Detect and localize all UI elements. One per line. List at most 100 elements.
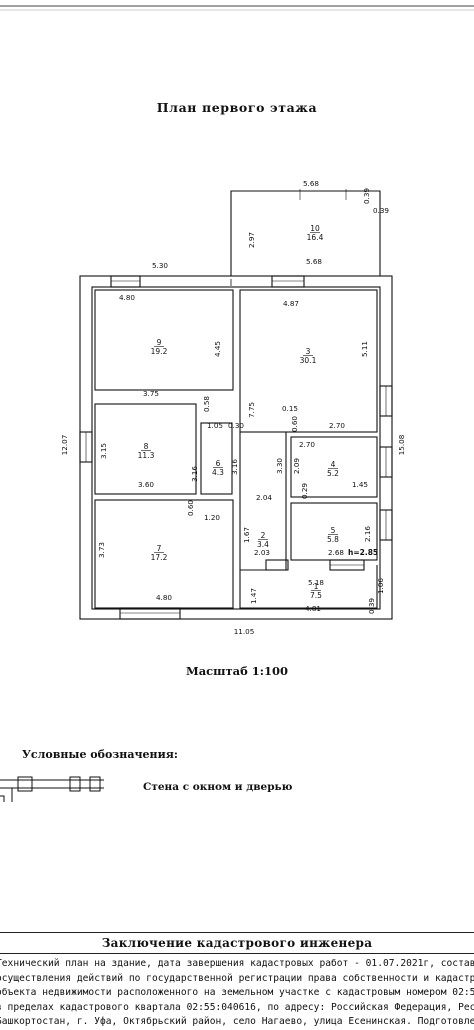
room-label-3: 330.1 [300,347,317,365]
dimension-label: 4.80 [119,293,135,302]
outer-wall [79,275,393,620]
dimension-label: 12.07 [60,435,69,456]
dimension-label: 4.80 [156,593,172,602]
room-number: 7 [157,544,162,553]
room-number: 5 [331,526,336,535]
room-area: 17.2 [151,553,168,562]
room-area: 16.4 [307,233,324,242]
room-label-9: 919.2 [151,338,168,356]
window [110,275,141,288]
dimension-label: 0.39 [362,188,371,204]
dimension-label: 0.29 [300,483,309,499]
dimension-label: 5.18 [308,578,324,587]
dimension-label: 3.73 [97,542,106,558]
conclusion-line: в пределах кадастрового квартала 02:55:0… [0,1001,474,1013]
scale-label: Масштаб 1:100 [185,664,289,678]
plan-title: План первого этажа [156,100,318,115]
inner-wall-outline [91,286,381,610]
dimension-label: 4.45 [213,341,222,357]
room-number: 9 [157,338,162,347]
room-number: 4 [331,460,336,469]
dimension-label: 0.39 [373,206,389,215]
dimension-label: 3.16 [230,459,239,475]
room-area: 19.2 [151,347,168,356]
dimension-label: 1.20 [204,513,220,522]
dimension-label: 2.09 [292,458,301,474]
window [119,607,181,620]
height-note: h=2.85 [348,548,378,557]
room-area: 11.3 [138,451,155,460]
dimension-label: 2.97 [247,232,256,248]
room-area: 4.3 [212,468,224,477]
room-area: 5.8 [327,535,339,544]
door [265,559,289,571]
dimension-label: 1.47 [249,588,258,604]
dimension-label: 5.30 [152,261,168,270]
legend-wall-symbol [0,776,104,802]
dimension-label: 4.87 [283,299,299,308]
dimension-label: 4.81 [305,604,321,613]
room-number: 6 [216,459,221,468]
room-1-outline [239,565,378,609]
room-label-5: 55.8 [327,526,339,544]
dimension-label: 0.39 [367,598,376,614]
room-label-4: 45.2 [327,460,339,478]
window [271,275,305,288]
room-label-2: 23.4 [257,531,269,549]
dimension-label: 2.16 [363,526,372,542]
dimension-label: 5.68 [306,257,322,266]
conclusion-title: Заключение кадастрового инженера [101,936,373,950]
room-number: 2 [261,531,266,540]
dimension-label: 2.03 [254,548,270,557]
dimension-label: 1.06 [376,578,385,594]
dimension-label: 2.68 [328,548,344,557]
conclusion-body: Технический план на здание, дата заверше… [0,957,474,1030]
dimension-label: 0.15 [282,404,298,413]
room-3-outline [239,289,378,433]
dimension-label: 3.16 [190,466,199,482]
room-2-outline [239,432,287,571]
room-label-6: 64.3 [212,459,224,477]
room-area: 3.4 [257,540,269,549]
dimension-label: 7.75 [247,402,256,418]
room-label-1: 17.5 [310,582,322,600]
dimension-label: 5.68 [303,179,319,188]
dimension-label: 0.60 [186,500,195,516]
dimension-label: 0.30 [228,421,244,430]
room-6-outline [200,422,233,495]
dimension-label: 3.30 [275,458,284,474]
dimension-label: 3.15 [99,443,108,459]
terrace-outline [230,190,381,276]
room-area: 30.1 [300,356,317,365]
conclusion-line: осуществления действий по государственно… [0,972,474,984]
room-number: 3 [306,347,311,356]
dimension-label: 3.60 [138,480,154,489]
conclusion-line: объекта недвижимости расположенного на з… [0,987,474,999]
room-area: 5.2 [327,469,339,478]
dimension-label: 3.75 [143,389,159,398]
room-8-outline [94,403,197,495]
room-9-outline [94,289,234,391]
legend-item-label: Стена с окном и дверью [143,781,293,793]
dimension-label: 1.45 [352,480,368,489]
dimension-label: 2.70 [299,440,315,449]
room-number: 10 [310,224,320,233]
room-number: 1 [314,582,319,591]
conclusion-frame [0,932,474,954]
legend-title: Условные обозначения: [22,748,178,761]
conclusion-line: Технический план на здание, дата заверше… [0,958,474,969]
room-number: 8 [144,442,149,451]
dimension-label: 0.60 [290,416,299,432]
dimension-label: 0.58 [202,396,211,412]
dimension-label: 1.67 [242,527,251,543]
dimension-label: 2.70 [329,421,345,430]
dimension-label: 1.05 [207,421,223,430]
dimension-label: 5.11 [360,341,369,357]
room-label-7: 717.2 [151,544,168,562]
dimension-label: 15.08 [397,434,406,455]
dimension-label: 11.05 [234,627,255,636]
room-label-8: 811.3 [138,442,155,460]
conclusion-line: Башкортостан, г. Уфа, Октябрьский район,… [0,1016,474,1028]
room-area: 7.5 [310,591,322,600]
